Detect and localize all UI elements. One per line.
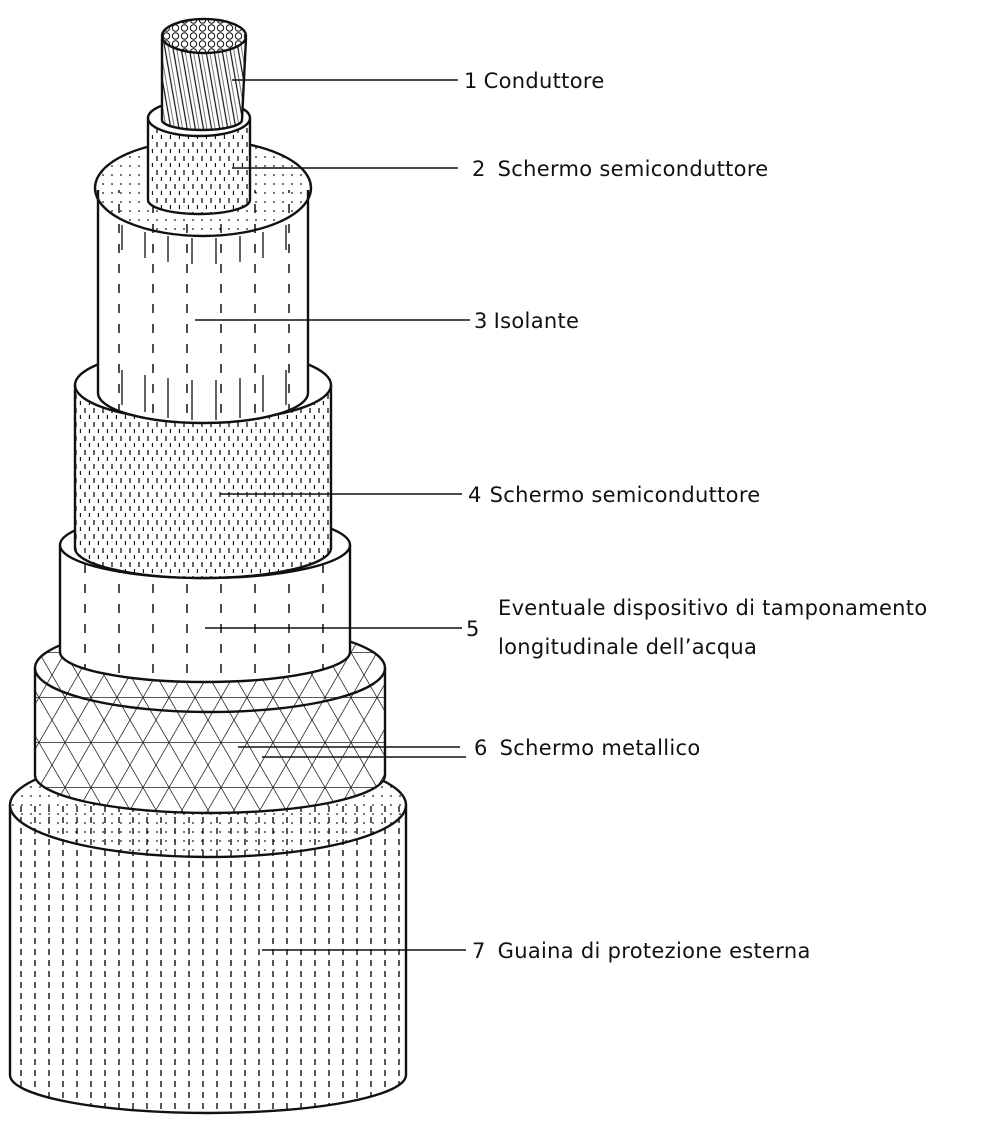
layer-3-insulation xyxy=(93,138,313,425)
layer-1-conductor xyxy=(160,17,248,132)
label-5-line-1: Eventuale dispositivo di tamponamento xyxy=(498,596,927,620)
label-5-line-2: longitudinale dell’acqua xyxy=(498,635,757,659)
leader-lines xyxy=(195,79,470,951)
label-5-number: 5 xyxy=(466,617,480,641)
